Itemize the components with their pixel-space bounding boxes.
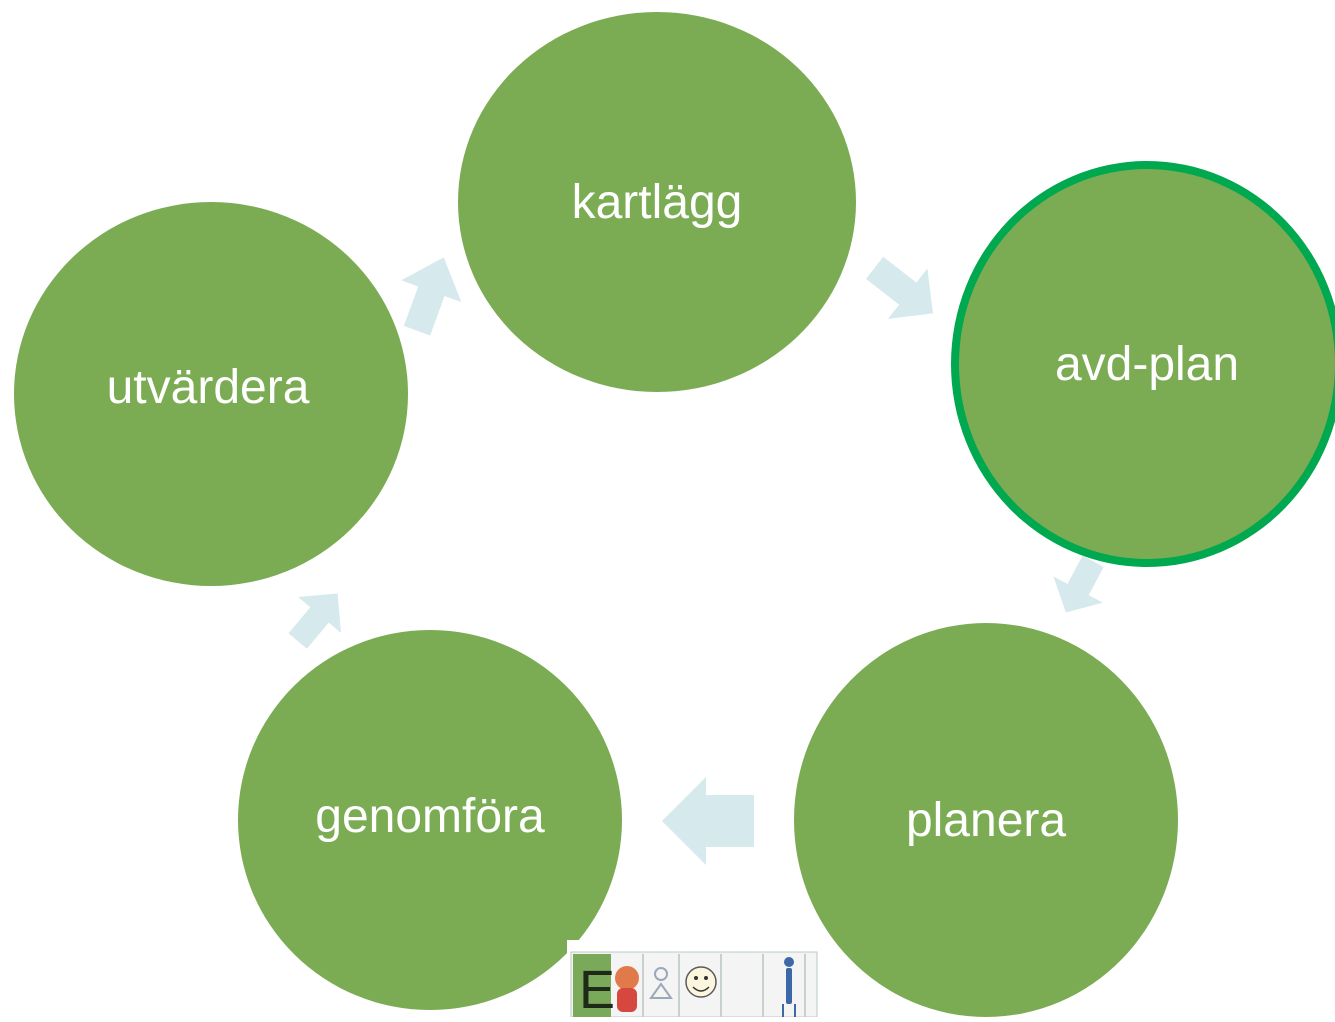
node-utvardera: utvärdera [14,202,408,586]
node-label: kartlägg [571,175,743,229]
arrow-right-icon [866,256,933,319]
arrow-kartlagg-to-avd-plan [866,256,933,319]
pictogram-strip: E [567,940,820,1020]
arrow-genomfora-to-utvardera [288,593,342,649]
node-label: avd-plan [1054,337,1240,391]
logo-letter: E [579,960,615,1017]
node-kartlagg: kartlägg [458,12,856,392]
arrow-left-icon [662,777,754,865]
arrow-utvardera-to-kartlagg [401,257,462,336]
node-label: utvärdera [106,360,310,414]
pictogram-strip-icon: E [567,940,820,1020]
node-genomfora: genomföra [238,630,622,1010]
arrow-avd-plan-to-planera [1053,556,1104,613]
arrow-down-icon [1053,556,1104,613]
node-label: planera [905,793,1067,847]
arrow-planera-to-genomfora [662,777,754,865]
node-label: genomföra [315,789,545,843]
node-avd-plan: avd-plan [951,161,1335,567]
arrow-up-right-icon [401,257,462,336]
node-planera: planera [794,623,1178,1017]
arrow-up-icon [288,593,342,649]
